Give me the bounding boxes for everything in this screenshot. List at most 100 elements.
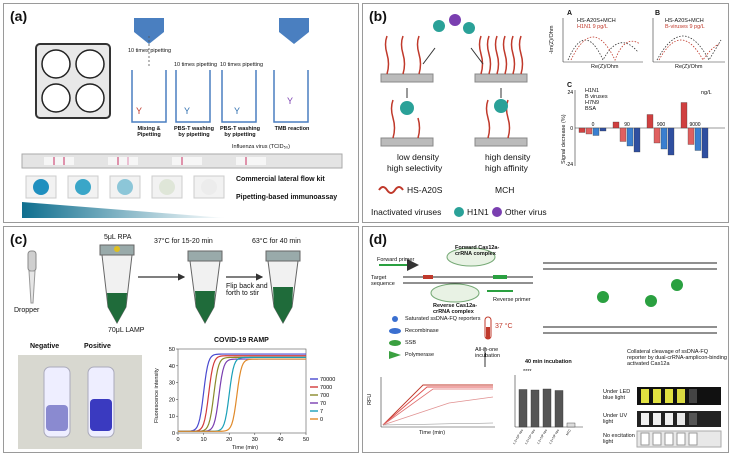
legend-inactivated: Inactivated viruses [371, 207, 442, 217]
ramp-ylabel: Fluorescence intensity [154, 368, 160, 423]
chart-c-legend-2: B viruses [585, 94, 608, 100]
chart-c-bar [633, 127, 641, 153]
well-2 [75, 49, 105, 79]
electrode-left [380, 73, 434, 83]
xlabel-b: Re(Z)/Ohm [675, 64, 703, 70]
panel-a-label: (a) [10, 8, 28, 24]
panel-c: (c) [3, 226, 359, 453]
light-label-3: No excitation light [603, 433, 635, 445]
ramp-ytick: 30 [169, 381, 175, 387]
forward-complex-label: Forward Cas12a-crRNA complex [455, 245, 500, 257]
light-label-2: Under UV light [603, 413, 628, 425]
light-label-1: Under LED blue light [603, 389, 631, 401]
ramp-xtick: 40 [277, 437, 283, 443]
legend-mch: MCH [495, 185, 515, 195]
panel-b-label: (b) [369, 8, 387, 24]
panel-b: (b) [362, 3, 729, 223]
chart-c-bar [578, 127, 586, 133]
chart-c-bar [646, 114, 654, 129]
chart-c-bar [701, 127, 709, 159]
step-caption-1: Mixing & Pipetting [137, 126, 161, 138]
ramp-legend-70000: 70000 [320, 377, 335, 383]
negative-label: Negative [30, 343, 60, 350]
ramp-legend-0: 0 [320, 417, 323, 423]
chart-c-ytick: 24 [567, 90, 573, 96]
reverse-primer-label: Reverse primer [493, 297, 531, 303]
svg-text:Y: Y [184, 106, 190, 116]
ramp-series-0 [178, 358, 306, 432]
reagent-4: Polymerase [405, 352, 435, 358]
ramp-title: COVID-19 RAMP [214, 337, 269, 344]
well-step-3 [221, 70, 257, 123]
unit-label: ng/L [701, 90, 712, 96]
step2-label: 63°C for 40 min [252, 238, 301, 245]
ramp-legend-7: 7 [320, 409, 323, 415]
reagent-2: Recombinase [405, 328, 439, 334]
collateral-title: Collateral cleavage of ssDNA-FQ reporter… [627, 349, 727, 367]
chart-c-bar [599, 127, 607, 132]
legend-hs-a20s: HS-A20S [407, 185, 443, 195]
ramp-xtick: 0 [176, 437, 179, 443]
influenza-note: Influenza virus (TCID₅₀) [232, 144, 290, 150]
pipette-tip-1 [134, 18, 164, 44]
chart-c-bar [687, 127, 695, 145]
ramp-ytick: 50 [169, 347, 175, 353]
chart-c-legend-4: BSA [585, 106, 597, 112]
svg-text:Y: Y [287, 96, 293, 106]
svg-text:Y: Y [136, 106, 142, 116]
chart-c-legend-3: H7N9 [585, 100, 600, 106]
chart-b-legend-2: B-viruses 9 pg/L [665, 24, 705, 30]
step1-label: 37°C for 15-20 min [154, 238, 213, 245]
step-header-3: 10 times pipetting [220, 62, 264, 68]
chart-c-bar [619, 127, 627, 142]
panel-d: (d) [362, 226, 729, 453]
ramp-ytick: 10 [169, 414, 175, 420]
ylabel-c: Signal decrease (%) [561, 114, 567, 164]
ramp-xtick: 30 [252, 437, 258, 443]
rfu-label: RFU [367, 393, 373, 405]
chart-c-category: 900 [657, 122, 666, 128]
incubation-bar [554, 390, 564, 428]
step-caption-2: PBS-T washing by pipetting [173, 126, 215, 138]
positive-label: Positive [84, 343, 111, 350]
step-header-1: 10 times pipetting [128, 48, 172, 54]
ramp-ytick: 40 [169, 364, 175, 370]
chart-c-ytick: 0 [570, 126, 573, 132]
high-density: high density [485, 152, 531, 162]
panel-d-label: (d) [369, 231, 387, 247]
nyquist-B [652, 18, 725, 63]
lfa-label: Commercial lateral flow kit [236, 176, 325, 183]
target-label: Target sequence [371, 275, 395, 287]
ramp-legend-70: 70 [320, 401, 326, 407]
pipetting-label: Pipetting-based immunoassay [236, 194, 338, 201]
ramp-legend-7000: 7000 [320, 385, 332, 391]
all-in-one-label: All-in-one incubation [475, 347, 501, 359]
ramp-series-700 [177, 356, 306, 432]
low-density: low density [397, 152, 440, 162]
high-selectivity: high selectivity [387, 163, 443, 173]
panel-c-label: (c) [10, 231, 28, 247]
step-caption-3: PBS-T washing by pipetting [219, 126, 261, 138]
chart-a-legend-1: HS-A20S+MCH [577, 18, 616, 24]
tube-2 [187, 250, 223, 325]
chart-c-legend-1: H1N1 [585, 88, 600, 94]
temperature-label: 37 °C [495, 323, 513, 330]
incubation-bar [518, 389, 528, 428]
panel-c-art [18, 244, 301, 449]
incubation-bar [542, 388, 552, 428]
ramp-series-7 [178, 356, 306, 432]
ramp-series-70000 [177, 353, 306, 432]
ramp-ytick: 0 [172, 431, 175, 437]
ramp-ytick: 20 [169, 397, 175, 403]
chart-b-title: B [655, 10, 661, 17]
pipette-tip-2 [279, 18, 309, 44]
ramp-series-7000 [177, 355, 306, 432]
incubation-category: 1.2×10⁴ cps [524, 428, 536, 445]
tube-3 [265, 250, 301, 325]
ramp-legend-700: 700 [320, 393, 329, 399]
electrode-right [474, 73, 528, 83]
legend-h1n1: H1N1 [467, 207, 489, 217]
incubation-title: 40 min incubation [525, 359, 572, 365]
